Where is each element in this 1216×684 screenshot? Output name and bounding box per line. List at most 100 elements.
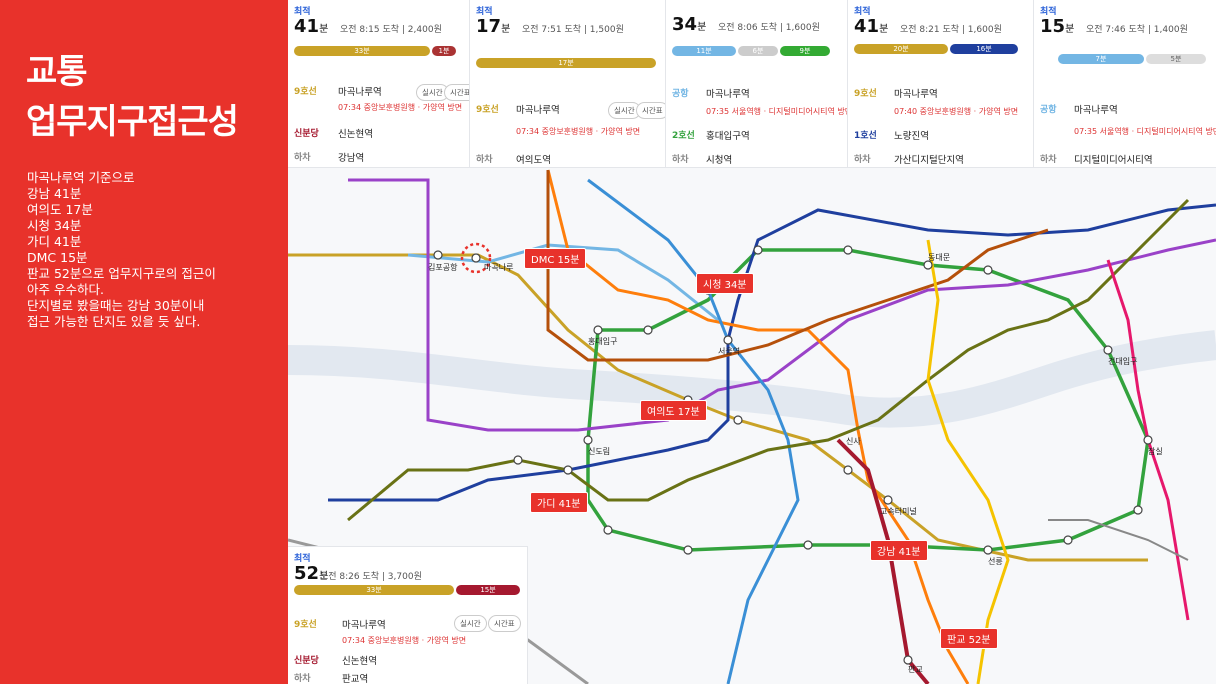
route-minutes: 52 (294, 563, 320, 584)
best-badge: 최적 (294, 554, 311, 564)
timetable-button[interactable]: 시간표 (636, 102, 665, 119)
leg-line: 신분당 (294, 126, 338, 139)
route-meta: 오전 8:15 도착 | 2,400원 (340, 25, 442, 35)
route-bar: 7분 (1058, 54, 1144, 64)
leg-sub: 07:35 서울역행 · 디지털미디어시티역 방면 (1074, 127, 1216, 136)
leg-station: 마곡나루역 (338, 87, 382, 98)
route-unit: 분 (879, 24, 889, 35)
leg-station: 마곡나루역 (1074, 105, 1118, 116)
leg-line: 신분당 (294, 653, 338, 666)
label-gangnam: 강남 41분 (870, 540, 928, 561)
route-minutes: 15 (1040, 16, 1066, 37)
leg-line: 하차 (1040, 152, 1084, 165)
route-bar: 33분 (294, 585, 454, 595)
route-minutes: 17 (476, 16, 502, 37)
route-card-dmc[interactable]: 최적 15분 오전 7:46 도착 | 1,400원 7분 5분 공항 마곡나루… (1034, 0, 1216, 168)
leg-line: 9호선 (476, 102, 520, 115)
route-card-pangyo[interactable]: 최적 52분 오전 8:26 도착 | 3,700원 33분 15분 9호선 마… (288, 546, 528, 684)
leg-station: 마곡나루역 (516, 105, 560, 116)
label-gadi: 가디 41분 (530, 492, 588, 513)
leg-line: 9호선 (294, 84, 338, 97)
desc-line: 시청 34분 (27, 218, 82, 233)
route-bar: 20분 (854, 44, 948, 54)
leg-station: 홍대입구역 (706, 131, 750, 142)
leg-station: 마곡나루역 (342, 620, 386, 631)
leg-sub: 07:34 중앙보훈병원행 · 가양역 방면 (342, 636, 467, 645)
subway-map[interactable]: DMC 15분 시청 34분 여의도 17분 가디 41분 강남 41분 판교 … (288, 0, 1216, 684)
route-unit: 분 (501, 24, 511, 35)
desc-line: 판교 52분으로 업무지구로의 접근이 (27, 266, 216, 281)
label-city-hall: 시청 34분 (696, 273, 754, 294)
station-label: 김포공항 (428, 263, 458, 272)
route-bar: 33분 (294, 46, 430, 56)
route-card-gadi[interactable]: 최적 41분 오전 8:21 도착 | 1,600원 20분 16분 9호선 마… (848, 0, 1034, 168)
route-time: 15분 (1040, 16, 1074, 37)
route-card-city-hall[interactable]: 34분 오전 8:06 도착 | 1,600원 11분 6분 9분 공항 마곡나… (666, 0, 848, 168)
station-label: 서울역 (718, 347, 741, 356)
desc-line: 여의도 17분 (27, 202, 93, 217)
route-card-gangnam[interactable]: 최적 41분 오전 8:15 도착 | 2,400원 33분 1분 9호선 마곡… (288, 0, 470, 168)
route-bar: 11분 (672, 46, 736, 56)
timetable-button[interactable]: 시간표 (488, 615, 521, 632)
leg-station: 디지털미디어시티역 (1074, 155, 1153, 166)
leg-line: 하차 (476, 152, 520, 165)
route-bar: 6분 (738, 46, 778, 56)
leg-line-name: 하차 (294, 153, 311, 163)
leg-line: 9호선 (294, 617, 338, 630)
route-time: 52분 (294, 563, 328, 584)
label-dmc: DMC 15분 (524, 248, 587, 269)
desc-line: 마곡나루역 기준으로 (27, 170, 135, 185)
leg-line-name: 하차 (1040, 155, 1057, 165)
leg-station: 신논현역 (338, 129, 373, 140)
station-label: 잠실 (1148, 447, 1163, 456)
route-time: 34분 (672, 14, 706, 35)
best-badge: 최적 (476, 7, 493, 17)
route-bar: 17분 (476, 58, 656, 68)
desc-line: 단지별로 봤을때는 강남 30분이내 (27, 298, 205, 313)
station-label: 마곡나루 (484, 263, 514, 272)
leg-line-name: 9호선 (854, 89, 877, 99)
leg-line-name: 2호선 (672, 131, 695, 141)
leg-line: 2호선 (672, 128, 716, 141)
title-business-access: 업무지구접근성 (26, 102, 239, 142)
leg-sub: 07:34 중앙보훈병원행 · 가양역 방면 (516, 127, 641, 136)
route-time: 17분 (476, 16, 510, 37)
leg-line-name: 9호선 (294, 620, 317, 630)
station-label: 고속터미널 (880, 507, 917, 516)
leg-station: 신논현역 (342, 656, 377, 667)
route-bar: 1분 (432, 46, 456, 56)
leg-station: 마곡나루역 (894, 89, 938, 100)
desc-line: 가디 41분 (27, 234, 82, 249)
station-label: 선릉 (988, 557, 1003, 566)
route-time: 41분 (854, 16, 888, 37)
desc-line: DMC 15분 (27, 250, 88, 265)
label-pangyo: 판교 52분 (940, 628, 998, 649)
leg-line: 1호선 (854, 128, 898, 141)
leg-line: 9호선 (854, 86, 898, 99)
leg-station: 노량진역 (894, 131, 929, 142)
leg-sub: 07:40 중앙보훈병원행 · 가양역 방면 (894, 107, 1019, 116)
leg-line-name: 하차 (476, 155, 493, 165)
leg-station: 여의도역 (516, 155, 551, 166)
leg-line-name: 1호선 (854, 131, 877, 141)
station-label: 동대문 (928, 253, 951, 262)
leg-line-name: 신분당 (294, 129, 319, 139)
route-time: 41분 (294, 16, 328, 37)
timetable-button[interactable]: 시간표 (444, 84, 469, 101)
best-badge: 최적 (294, 7, 311, 17)
station-label: 홍대입구 (588, 337, 618, 346)
leg-station: 마곡나루역 (706, 89, 750, 100)
station-label: 신도림 (588, 447, 611, 456)
route-bar: 5분 (1146, 54, 1206, 64)
leg-sub: 07:34 중앙보훈병원행 · 가양역 방면 (338, 103, 463, 112)
leg-line: 하차 (854, 152, 898, 165)
desc-line: 강남 41분 (27, 186, 82, 201)
route-minutes: 34 (672, 14, 698, 35)
route-bar: 9분 (780, 46, 830, 56)
station-label: 판교 (908, 665, 923, 674)
route-card-yeouido[interactable]: 최적 17분 오전 7:51 도착 | 1,500원 17분 9호선 마곡나루역… (470, 0, 666, 168)
leg-station: 가산디지털단지역 (894, 155, 964, 166)
realtime-button[interactable]: 실시간 (454, 615, 487, 632)
leg-line: 공항 (672, 86, 716, 99)
best-badge: 최적 (854, 7, 871, 17)
